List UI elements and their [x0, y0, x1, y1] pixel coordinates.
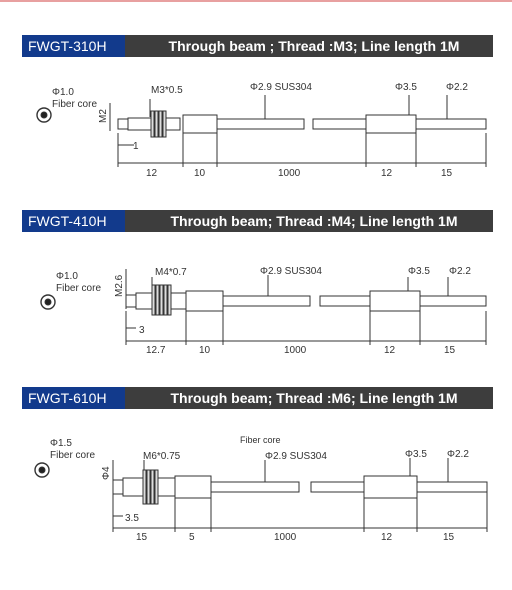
front-sleeve — [182, 114, 218, 134]
dim-label-4: 12 — [384, 345, 396, 356]
dim-label-2: 10 — [194, 168, 206, 179]
dim-label-4: 12 — [381, 168, 393, 179]
dimension-ticks — [112, 492, 488, 532]
dim-label-1: 12.7 — [146, 345, 166, 356]
model-label: FWGT-610H — [22, 387, 125, 409]
dim-label-2: 10 — [199, 345, 211, 356]
dim-label-4: 12 — [381, 532, 393, 543]
sleeve-label: Φ3.5 — [408, 266, 430, 277]
front-sleeve — [174, 475, 212, 499]
dimension-ticks — [117, 133, 487, 167]
sheath-rear — [310, 481, 365, 493]
sleeve-label: Φ3.5 — [405, 449, 427, 460]
core-label: Fiber core — [56, 283, 101, 294]
fiber-end — [419, 295, 487, 307]
fiber-core-outer-circle — [40, 294, 56, 310]
sheath-rear — [312, 118, 367, 130]
model-label: FWGT-410H — [22, 210, 125, 232]
sheath-label: Φ2.9 SUS304 — [250, 82, 312, 93]
fiber-label: Fiber core — [240, 435, 281, 445]
fiber-core-outer-circle — [36, 107, 52, 123]
diameter-label: M2.6 — [114, 274, 125, 297]
tip-label: 3 — [139, 325, 145, 336]
core-size-label: Φ1.0 — [56, 271, 78, 282]
model-description: Through beam; Thread :M6; Line length 1M — [170, 390, 458, 406]
fiber-core-dot — [40, 111, 48, 119]
dim-label-1: 12 — [146, 168, 158, 179]
fiber-core-dot — [38, 466, 46, 474]
core-size-label: Φ1.0 — [52, 87, 74, 98]
thread-label: M4*0.7 — [155, 267, 187, 278]
core-label: Fiber core — [52, 99, 97, 110]
top-accent-line — [0, 0, 512, 2]
diameter-label: M2 — [98, 109, 109, 123]
model-description: Through beam; Thread :M4; Line length 1M — [170, 213, 458, 229]
hex-nuts — [151, 284, 172, 316]
section-header-fwgt-310h: FWGT-310H Through beam ; Thread :M3; Lin… — [22, 35, 493, 57]
sheath-front — [210, 481, 300, 493]
front-sleeve — [185, 290, 224, 312]
diameter-label: Φ4 — [101, 466, 112, 480]
dim-label-5: 15 — [443, 532, 455, 543]
dim-label-3: 1000 — [284, 345, 307, 356]
dim-label-3: 1000 — [274, 532, 297, 543]
dimension-ticks — [125, 311, 487, 345]
sheath-rear — [319, 295, 371, 307]
sensor-tip — [125, 294, 137, 308]
rear-sleeve — [365, 114, 417, 134]
end-label: Φ2.2 — [446, 82, 468, 93]
rear-sleeve — [363, 475, 418, 499]
model-description: Through beam ; Thread :M3; Line length 1… — [168, 38, 460, 54]
fiber-core-dot — [44, 298, 52, 306]
fiber-end — [415, 118, 487, 130]
sleeve-label: Φ3.5 — [395, 82, 417, 93]
tip-label: 3.5 — [125, 513, 139, 524]
hex-nuts — [142, 469, 159, 505]
dim-label-5: 15 — [441, 168, 453, 179]
fiber-end — [416, 481, 488, 493]
thread-label: M6*0.75 — [143, 451, 181, 462]
sheath-front — [216, 118, 305, 130]
fiber-core-outer-circle — [34, 462, 50, 478]
sheath-label: Φ2.9 SUS304 — [260, 266, 322, 277]
dim-label-2: 5 — [189, 532, 195, 543]
section-header-fwgt-410h: FWGT-410H Through beam; Thread :M4; Line… — [22, 210, 493, 232]
end-label: Φ2.2 — [447, 449, 469, 460]
end-label: Φ2.2 — [449, 266, 471, 277]
tip-label: 1 — [133, 141, 139, 152]
hex-nuts — [150, 110, 167, 138]
dim-label-5: 15 — [444, 345, 456, 356]
sensor-tip — [117, 118, 129, 130]
dim-label-3: 1000 — [278, 168, 301, 179]
rear-sleeve — [369, 290, 421, 312]
thread-label: M3*0.5 — [151, 85, 183, 96]
section-header-fwgt-610h: FWGT-610H Through beam; Thread :M6; Line… — [22, 387, 493, 409]
sensor-tip — [112, 479, 124, 495]
sheath-label: Φ2.9 SUS304 — [265, 451, 327, 462]
fwgt-410h-diagram: Φ1.0 Fiber core M4*0.7 Φ2.9 SUS304 Φ3.5 … — [40, 266, 487, 356]
fwgt-310h-diagram: Φ1.0 Fiber core M3*0.5 Φ2.9 SUS304 Φ3.5 … — [36, 82, 487, 179]
model-label: FWGT-310H — [22, 35, 125, 57]
dim-label-1: 15 — [136, 532, 148, 543]
core-size-label: Φ1.5 — [50, 438, 72, 449]
core-label: Fiber core — [50, 450, 95, 461]
fwgt-610h-diagram: Φ1.5 Fiber core Fiber core M6*0.75 Φ2.9 … — [34, 435, 488, 543]
sheath-front — [222, 295, 311, 307]
